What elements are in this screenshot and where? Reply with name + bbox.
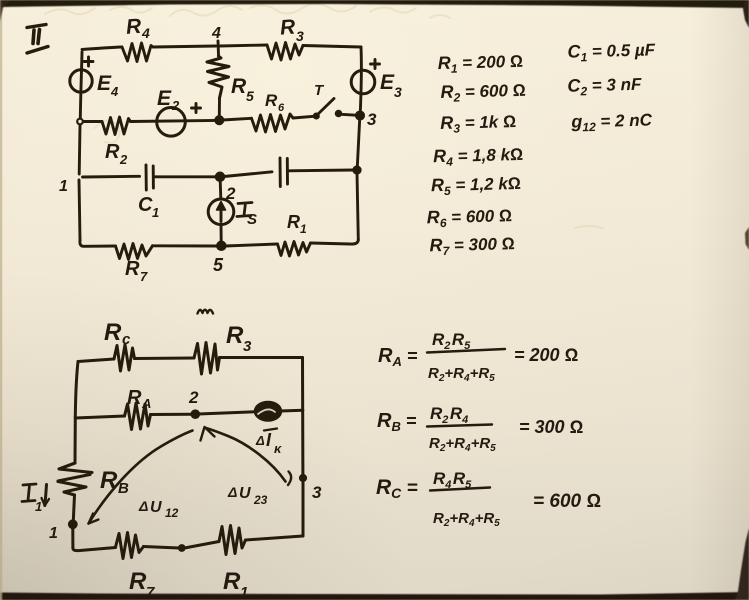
svg-text:7: 7	[146, 584, 155, 600]
svg-text:4: 4	[110, 84, 119, 99]
svg-text:5: 5	[246, 88, 254, 104]
svg-text:U: U	[239, 485, 251, 502]
svg-text:A: A	[141, 396, 151, 411]
svg-text:T: T	[314, 82, 325, 99]
svg-text:1: 1	[300, 222, 307, 236]
svg-text:5: 5	[213, 255, 224, 275]
svg-text:R2 R5: R2 R5	[432, 330, 471, 352]
svg-text:4: 4	[211, 25, 221, 42]
svg-text:3: 3	[312, 483, 322, 502]
svg-text:3: 3	[243, 338, 252, 355]
svg-text:E: E	[157, 87, 172, 110]
svg-text:R: R	[265, 91, 278, 110]
svg-text:1: 1	[240, 584, 248, 600]
svg-text:23: 23	[253, 493, 268, 507]
svg-text:R: R	[129, 568, 147, 595]
svg-text:= 200 Ω: = 200 Ω	[514, 345, 579, 365]
svg-text:1: 1	[35, 499, 42, 514]
svg-text:R: R	[231, 75, 247, 98]
svg-text:κ: κ	[274, 441, 282, 456]
svg-text:RA =: RA =	[378, 345, 418, 369]
svg-text:R2+R4+R5: R2+R4+R5	[428, 365, 495, 384]
svg-text:2: 2	[225, 184, 236, 203]
svg-text:1: 1	[49, 525, 58, 542]
svg-text:= 600 Ω: = 600 Ω	[533, 491, 601, 512]
svg-text:3: 3	[296, 28, 304, 44]
svg-text:3: 3	[367, 110, 377, 129]
svg-text:1: 1	[152, 205, 159, 220]
svg-text:Δ: Δ	[138, 498, 148, 514]
svg-text:S: S	[247, 211, 257, 228]
svg-text:c: c	[122, 331, 131, 348]
svg-text:2: 2	[119, 152, 128, 167]
svg-text:4: 4	[141, 25, 150, 41]
svg-text:Δ: Δ	[255, 433, 265, 448]
svg-text:3: 3	[394, 84, 402, 100]
svg-text:I: I	[266, 430, 272, 450]
svg-text:R: R	[125, 258, 140, 280]
svg-text:R: R	[100, 467, 118, 494]
svg-text:C: C	[138, 194, 153, 216]
svg-text:R: R	[127, 387, 142, 409]
svg-text:1: 1	[59, 178, 68, 195]
svg-text:R2+R4+R5: R2+R4+R5	[429, 435, 496, 454]
svg-text:Δ: Δ	[227, 484, 237, 500]
svg-text:R3 = 1k Ω: R3 = 1k Ω	[440, 111, 516, 136]
svg-text:B: B	[118, 480, 129, 497]
svg-text:C1 = 0.5 µF: C1 = 0.5 µF	[567, 39, 656, 64]
svg-text:R: R	[279, 16, 297, 40]
svg-text:E: E	[97, 72, 112, 95]
svg-text:2: 2	[171, 98, 180, 113]
svg-text:12: 12	[165, 506, 179, 520]
svg-text:R: R	[226, 322, 244, 349]
svg-text:6: 6	[278, 102, 285, 114]
svg-text:R: R	[105, 141, 120, 163]
svg-text:R: R	[125, 15, 143, 39]
svg-text:= 300 Ω: = 300 Ω	[519, 417, 584, 437]
svg-text:R: R	[287, 212, 300, 232]
svg-text:R2+R4+R5: R2+R4+R5	[433, 510, 500, 529]
svg-text:E: E	[380, 71, 395, 94]
svg-text:2: 2	[188, 388, 199, 407]
svg-text:R: R	[104, 319, 122, 346]
svg-text:R2 R4: R2 R4	[430, 404, 468, 426]
svg-text:7: 7	[140, 269, 148, 284]
svg-text:R4 R5: R4 R5	[433, 469, 472, 491]
svg-text:U: U	[150, 499, 162, 516]
svg-text:R: R	[223, 568, 241, 595]
